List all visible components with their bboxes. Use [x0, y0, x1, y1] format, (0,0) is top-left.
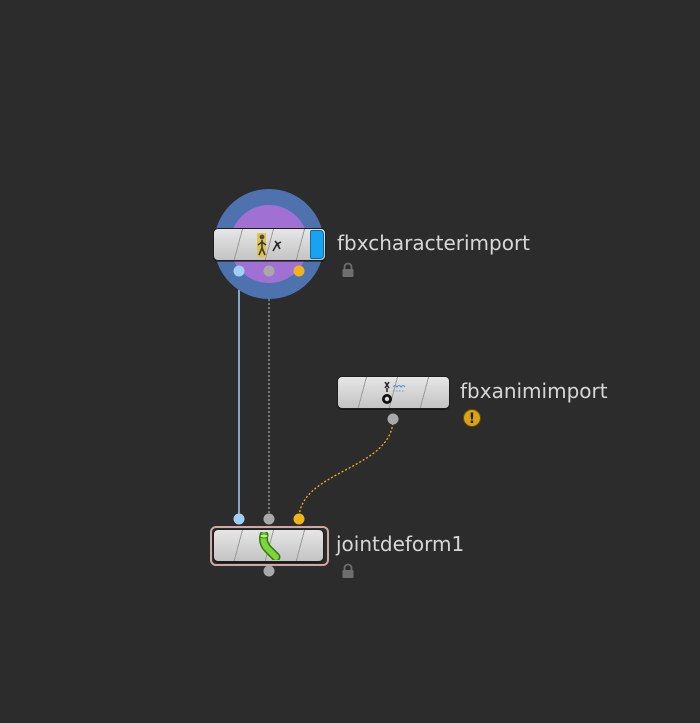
animation-clip-icon [377, 379, 411, 407]
output-port-2[interactable] [293, 265, 305, 277]
node-label-jointdeform1[interactable]: jointdeform1 [336, 532, 465, 556]
node-fbxcharacterimport[interactable] [213, 228, 326, 261]
output-port-0[interactable] [233, 265, 245, 277]
input-port-0[interactable] [233, 513, 245, 525]
node-fbxanimimport[interactable] [337, 376, 450, 409]
output-port-1[interactable] [263, 265, 275, 277]
lock-icon[interactable] [341, 262, 355, 278]
character-rig-icon [253, 231, 287, 259]
lock-icon[interactable] [341, 563, 355, 579]
display-flag[interactable] [310, 230, 324, 259]
node-label-fbxanimimport[interactable]: fbxanimimport [460, 379, 608, 403]
node-label-fbxcharacterimport[interactable]: fbxcharacterimport [337, 231, 531, 255]
output-port-0[interactable] [387, 413, 399, 425]
bend-tube-icon [252, 531, 286, 560]
wire-anim-to-deform-input2[interactable] [298, 418, 394, 520]
input-port-1[interactable] [263, 513, 275, 525]
node-jointdeform1[interactable] [213, 529, 324, 562]
warning-icon[interactable]: ! [463, 409, 481, 427]
input-port-2[interactable] [293, 513, 305, 525]
output-port-0[interactable] [263, 565, 275, 577]
